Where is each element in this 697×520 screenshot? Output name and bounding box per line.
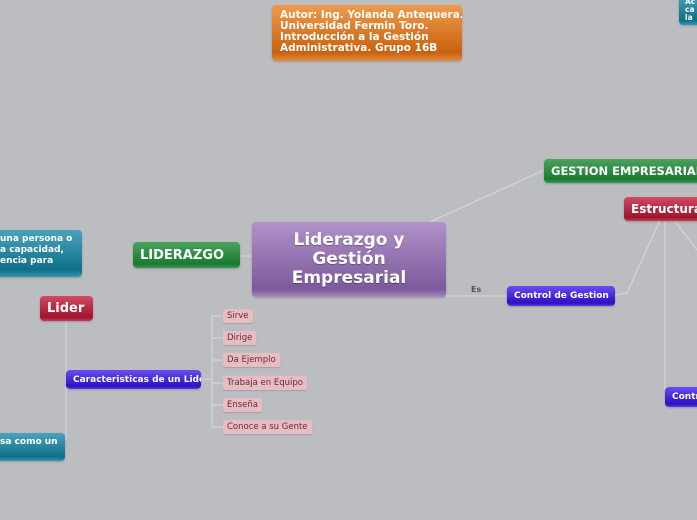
node-line: a capacidad, (0, 245, 64, 255)
top-right-teal-node[interactable]: Ac ca la (679, 0, 697, 25)
central-topic[interactable]: Liderazgo y Gestión Empresarial (252, 222, 446, 297)
node-line: ca (685, 5, 695, 14)
control-partial-node[interactable]: Control (665, 387, 697, 407)
lider-node[interactable]: Lider (40, 296, 93, 321)
node-label: Control de Gestion (514, 291, 609, 301)
trait-conoce-a-su-gente[interactable]: Conoce a su Gente (223, 420, 312, 434)
control-de-gestion-node[interactable]: Control de Gestion (507, 286, 615, 306)
left-teal-node[interactable]: una persona o a capacidad, encia para (0, 230, 82, 277)
author-line: Universidad Fermin Toro. (280, 20, 429, 32)
node-label: Estructura (631, 202, 697, 216)
trait-ensena[interactable]: Enseña (223, 398, 263, 412)
trait-da-ejemplo[interactable]: Da Ejemplo (223, 353, 280, 367)
trait-trabaja-en-equipo[interactable]: Trabaja en Equipo (223, 376, 307, 390)
author-node[interactable]: Autor: Ing. Yolanda Antequera. Universid… (272, 5, 462, 61)
node-line: una persona o (0, 234, 73, 244)
node-label: Lider (47, 301, 85, 316)
trait-dirige[interactable]: Dirige (223, 331, 257, 345)
es-link-label: Es (471, 285, 482, 294)
caracteristicas-node[interactable]: Caracteristicas de un Lider (66, 370, 201, 389)
node-label: LIDERAZGO (140, 247, 225, 263)
node-line: Ac (685, 0, 696, 6)
node-label: GESTION EMPRESARIAL (551, 164, 697, 178)
author-line: Autor: Ing. Yolanda Antequera. (280, 9, 462, 21)
bottom-left-teal-node[interactable]: sa como un (0, 433, 65, 461)
central-topic-label: Liderazgo y Gestión Empresarial (291, 230, 407, 288)
node-line: la (685, 13, 693, 22)
node-label: Caracteristicas de un Lider (73, 374, 201, 385)
trait-sirve[interactable]: Sirve (223, 309, 253, 323)
node-label: Control (672, 392, 697, 402)
estructura-node[interactable]: Estructura (624, 197, 697, 221)
gestion-empresarial-node[interactable]: GESTION EMPRESARIAL (544, 159, 697, 183)
author-line: Introducción a la Gestión (280, 31, 429, 43)
node-label: sa como un (0, 437, 58, 447)
node-line: encia para (0, 256, 54, 266)
liderazgo-node[interactable]: LIDERAZGO (133, 242, 240, 268)
author-line: Administrativa. Grupo 16B (280, 42, 438, 54)
